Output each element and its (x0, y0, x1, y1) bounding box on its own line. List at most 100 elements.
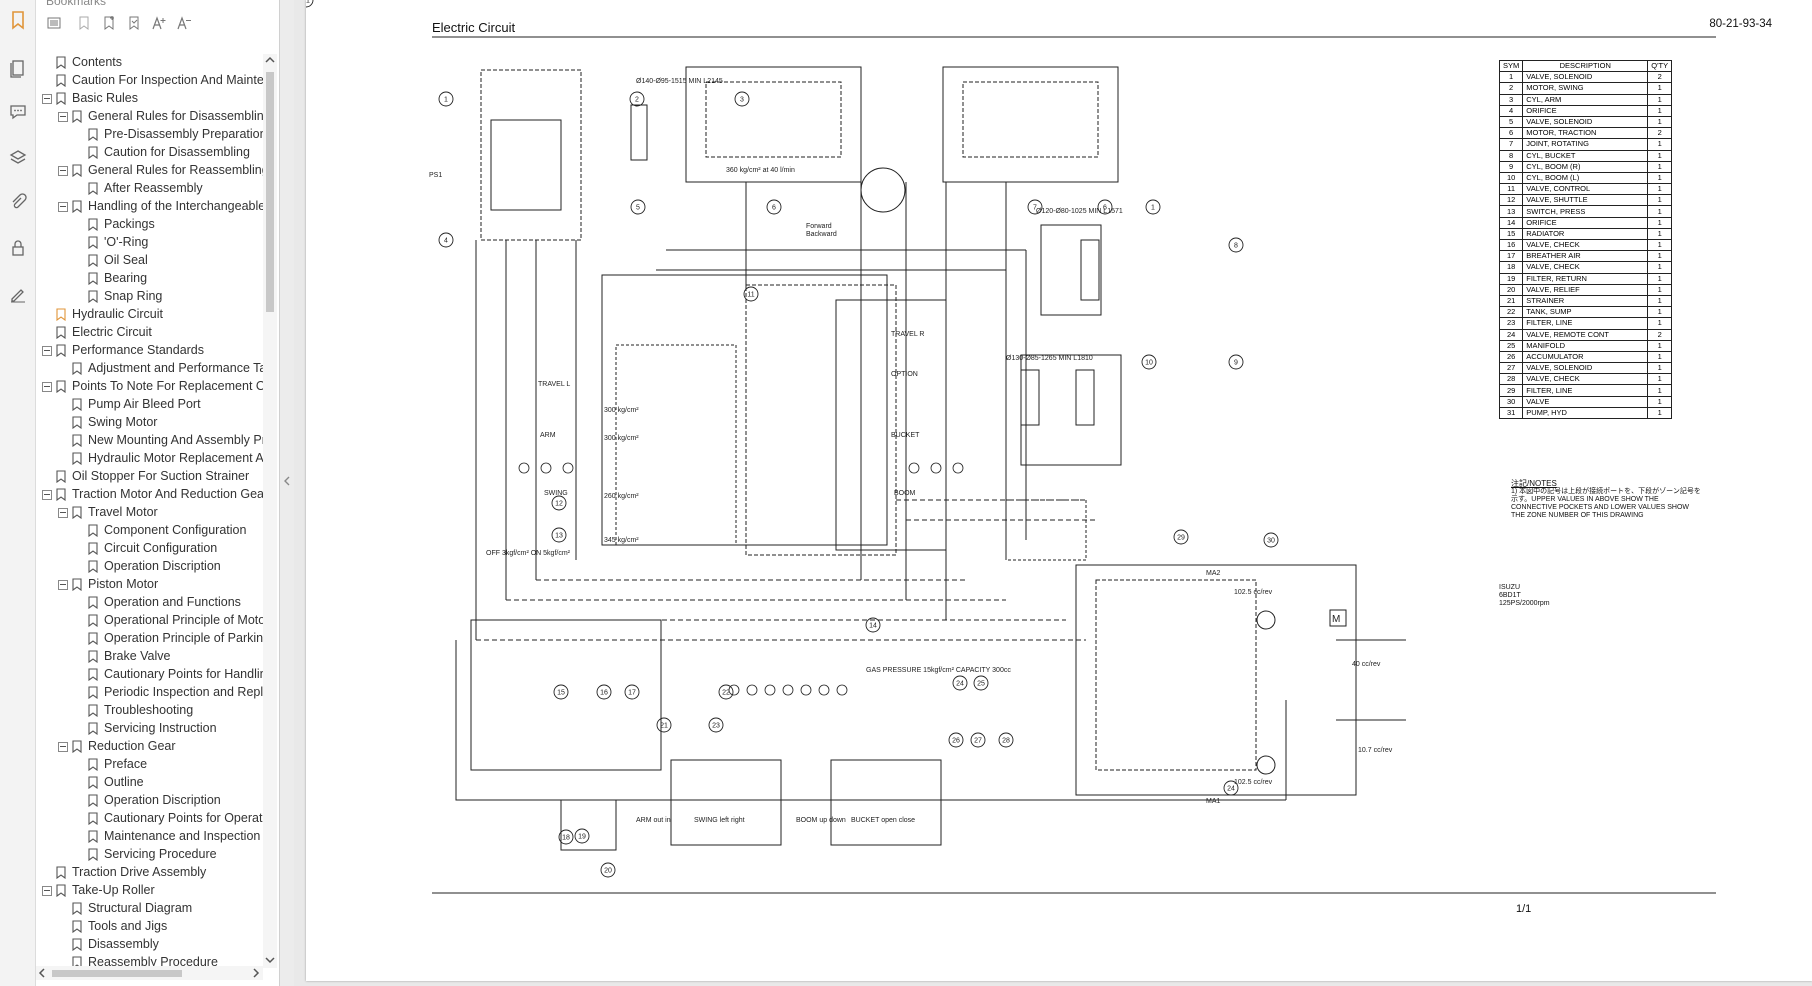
bookmark-item[interactable]: 'O'-Ring (36, 234, 264, 252)
bookmark-item[interactable]: Swing Motor (36, 414, 264, 432)
callout-circle (600, 862, 616, 878)
expand-bookmark-icon[interactable] (126, 15, 142, 31)
bookmark-item[interactable]: New Mounting And Assembly Procedure (36, 432, 264, 450)
bookmark-item[interactable]: Preface (36, 756, 264, 774)
bookmark-label: Servicing Procedure (104, 847, 217, 861)
new-bookmark-icon[interactable] (101, 15, 117, 31)
callout-circle (952, 675, 968, 691)
bookmark-item[interactable]: Oil Seal (36, 252, 264, 270)
sym-cell: 13 (1498, 205, 1524, 218)
collapse-toggle-icon[interactable] (58, 742, 68, 752)
bookmark-item[interactable]: Oil Stopper For Suction Strainer (36, 468, 264, 486)
bookmark-item[interactable]: Maintenance and Inspection (36, 828, 264, 846)
bookmark-item[interactable]: Performance Standards (36, 342, 264, 360)
bookmark-item[interactable]: Structural Diagram (36, 900, 264, 918)
qty-cell: 1 (1647, 93, 1673, 106)
collapse-toggle-icon[interactable] (42, 94, 52, 104)
bookmark-item[interactable]: Traction Motor And Reduction Gear (36, 486, 264, 504)
bookmark-item[interactable]: Servicing Instruction (36, 720, 264, 738)
bookmark-item[interactable]: Operational Principle of Motor (36, 612, 264, 630)
bookmark-item[interactable]: Traction Drive Assembly (36, 864, 264, 882)
bookmark-item[interactable]: Bearing (36, 270, 264, 288)
callout-number: 1 (444, 97, 448, 104)
bookmark-item[interactable]: Adjustment and Performance Table (36, 360, 264, 378)
bookmark-label: Tools and Jigs (88, 919, 168, 933)
description-cell: VALVE, SOLENOID (1522, 362, 1649, 375)
bookmark-icon[interactable] (8, 10, 28, 30)
bookmark-item[interactable]: Cautionary Points for Operation (36, 810, 264, 828)
bookmark-icon (88, 668, 98, 681)
bookmark-label: Travel Motor (88, 505, 158, 519)
bookmark-item[interactable]: Take-Up Roller (36, 882, 264, 900)
bookmark-item[interactable]: Tools and Jigs (36, 918, 264, 936)
bookmark-item[interactable]: Reduction Gear (36, 738, 264, 756)
bookmark-item[interactable]: Packings (36, 216, 264, 234)
bookmark-vertical-scrollbar[interactable] (263, 54, 277, 968)
callout-number: 2 (635, 97, 639, 104)
collapse-toggle-icon[interactable] (58, 202, 68, 212)
bookmark-item[interactable]: Snap Ring (36, 288, 264, 306)
collapse-toggle-icon[interactable] (58, 166, 68, 176)
bookmark-item[interactable]: Contents (36, 54, 264, 72)
increase-text-icon[interactable] (151, 15, 167, 31)
bookmark-item[interactable]: Basic Rules (36, 90, 264, 108)
bookmark-item[interactable]: Operation and Functions (36, 594, 264, 612)
security-icon[interactable] (8, 238, 28, 258)
bookmark-label: Points To Note For Replacement Of Parts (72, 379, 264, 393)
bookmark-item[interactable]: Hydraulic Circuit (36, 306, 264, 324)
bookmark-item[interactable]: Operation Discription (36, 792, 264, 810)
collapse-toggle-icon[interactable] (42, 886, 52, 896)
comment-icon[interactable] (8, 102, 28, 122)
bookmark-item[interactable]: Points To Note For Replacement Of Parts (36, 378, 264, 396)
bookmark-item[interactable]: General Rules for Disassembling (36, 108, 264, 126)
collapse-toggle-icon[interactable] (58, 508, 68, 518)
bookmark-item[interactable]: Brake Valve (36, 648, 264, 666)
callout-number: 5 (636, 205, 640, 212)
bookmark-item[interactable]: After Reassembly (36, 180, 264, 198)
label-flow-3: 40 cc/rev (1352, 661, 1381, 668)
bookmark-item[interactable]: Servicing Procedure (36, 846, 264, 864)
attachment-icon[interactable] (8, 192, 28, 212)
collapse-toggle-icon[interactable] (42, 490, 52, 500)
bookmark-item[interactable]: Travel Motor (36, 504, 264, 522)
bookmark-item[interactable]: Cautionary Points for Handling (36, 666, 264, 684)
delete-bookmark-icon[interactable] (76, 15, 92, 31)
bookmark-item[interactable]: Component Configuration (36, 522, 264, 540)
label-ma1: MA1 (1206, 798, 1221, 805)
bookmark-item[interactable]: Caution For Inspection And Maintenance (36, 72, 264, 90)
bookmark-item[interactable]: Piston Motor (36, 576, 264, 594)
decrease-text-icon[interactable] (176, 15, 192, 31)
bookmark-item[interactable]: Pump Air Bleed Port (36, 396, 264, 414)
bookmark-label: Servicing Instruction (104, 721, 217, 735)
bookmark-item[interactable]: Hydraulic Motor Replacement And Adjustme… (36, 450, 264, 468)
layers-icon[interactable] (8, 148, 28, 168)
collapse-toggle-icon[interactable] (42, 382, 52, 392)
bookmark-item[interactable]: Disassembly (36, 936, 264, 954)
options-icon[interactable] (46, 15, 62, 31)
bookmark-item[interactable]: Pre-Disassembly Preparation (36, 126, 264, 144)
document-viewer[interactable]: Electric Circuit 80-21-93-34 (294, 0, 1812, 986)
collapse-toggle-icon[interactable] (42, 346, 52, 356)
bookmark-item[interactable]: Periodic Inspection and Replacement (36, 684, 264, 702)
signature-icon[interactable] (8, 284, 28, 304)
panel-splitter[interactable] (279, 0, 295, 986)
pages-icon[interactable] (8, 58, 28, 78)
bookmark-item[interactable]: Outline (36, 774, 264, 792)
bookmark-icon (88, 704, 98, 717)
bookmark-item[interactable]: Handling of the Interchangeable Parts (36, 198, 264, 216)
bookmark-icon (88, 290, 98, 303)
bookmark-horizontal-scrollbar[interactable] (36, 966, 263, 980)
bookmark-item[interactable]: Operation Discription (36, 558, 264, 576)
bookmark-item[interactable]: Operation Principle of Parking Brake (36, 630, 264, 648)
bookmark-item[interactable]: Circuit Configuration (36, 540, 264, 558)
bookmark-item[interactable]: General Rules for Reassembling (36, 162, 264, 180)
collapse-toggle-icon[interactable] (58, 112, 68, 122)
collapse-panel-icon[interactable] (283, 476, 291, 486)
bookmark-item[interactable]: Caution for Disassembling (36, 144, 264, 162)
collapse-toggle-icon[interactable] (58, 580, 68, 590)
sym-cell: 27 (1498, 362, 1524, 375)
bookmark-item[interactable]: Electric Circuit (36, 324, 264, 342)
bookmark-item[interactable]: Troubleshooting (36, 702, 264, 720)
